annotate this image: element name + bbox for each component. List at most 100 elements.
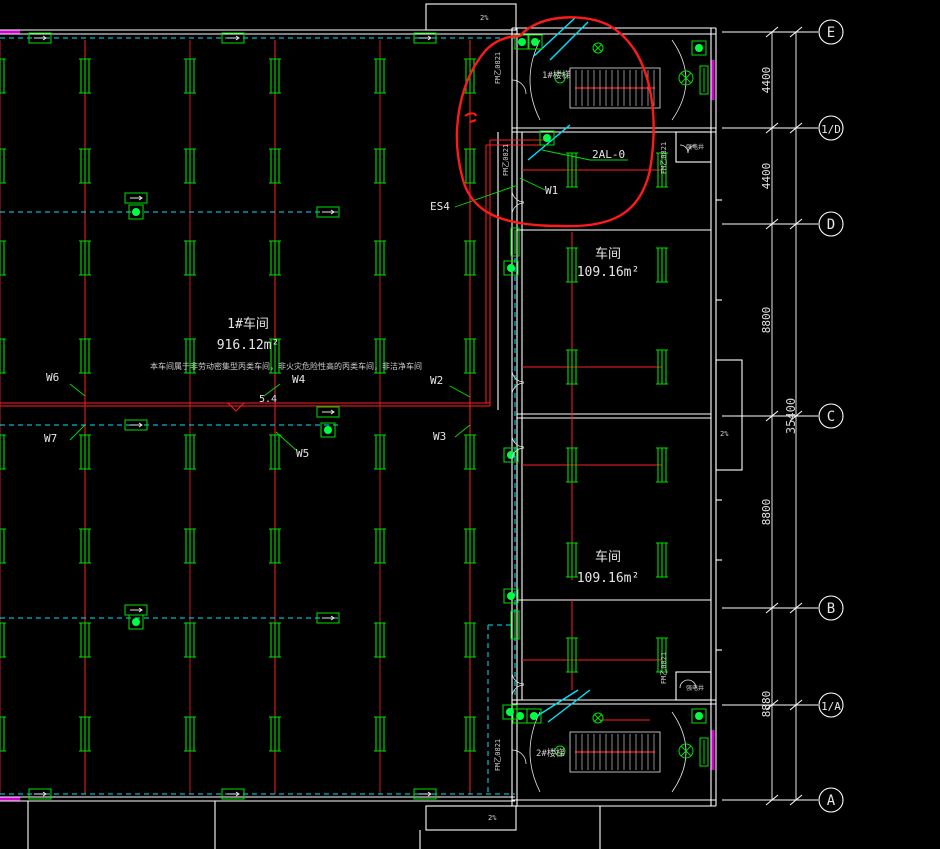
linear-light-fixture xyxy=(184,434,196,470)
axis-bubble-1D[interactable] xyxy=(818,115,844,141)
axis-label-B: B xyxy=(827,601,835,617)
stair-1-steps xyxy=(575,70,655,106)
stair-1-label: 1#楼梯 xyxy=(542,69,571,81)
linear-light-fixture xyxy=(269,716,281,752)
linear-light-fixture xyxy=(656,247,668,283)
linear-light-fixture xyxy=(0,528,6,564)
es-label: ES4 xyxy=(430,200,450,213)
linear-light-fixture xyxy=(656,637,668,673)
review-markup-circle[interactable] xyxy=(455,16,655,228)
ceiling-lamps xyxy=(554,42,694,759)
exit-sign xyxy=(413,788,437,800)
axis-bubble-E[interactable] xyxy=(818,19,844,45)
circuit-w1: W1 xyxy=(545,184,558,197)
axis-bubble-D[interactable] xyxy=(818,211,844,237)
linear-light-fixture xyxy=(656,152,668,188)
dimension-segment: 4400 xyxy=(760,67,773,94)
exit-sign xyxy=(28,788,52,800)
linear-light-fixture xyxy=(184,622,196,658)
stair-2-graphic xyxy=(529,711,687,793)
linear-light-fixture xyxy=(0,240,6,276)
linear-light-fixture xyxy=(0,434,6,470)
linear-light-fixture xyxy=(566,152,578,188)
exit-signs xyxy=(28,32,437,800)
linear-light-fixture xyxy=(79,528,91,564)
room-area-main: 916.12m² xyxy=(217,338,280,353)
exit-sign xyxy=(124,419,148,431)
circuit-w2: W2 xyxy=(430,374,443,387)
emergency-light xyxy=(512,708,528,724)
emergency-light xyxy=(503,260,519,276)
axis-bubble-A[interactable] xyxy=(818,787,844,813)
panel-label: 2AL-0 xyxy=(592,148,625,161)
emergency-light xyxy=(128,614,144,630)
room-area-lower: 109.16m² xyxy=(577,571,640,586)
wall-light-fixture xyxy=(699,737,709,767)
linear-light-fixture xyxy=(374,716,386,752)
emergency-light xyxy=(503,447,519,463)
emergency-light xyxy=(691,40,707,56)
exit-sign xyxy=(316,406,340,418)
linear-light-fixture xyxy=(464,338,476,374)
circuit-w5: W5 xyxy=(296,447,309,460)
door-code-2: FM乙0821 xyxy=(502,144,510,176)
leader-lines xyxy=(69,149,628,451)
review-markup-scribble xyxy=(464,112,477,123)
linear-light-fixture xyxy=(374,622,386,658)
emergency-light xyxy=(502,704,518,720)
linear-light-fixture xyxy=(79,338,91,374)
linear-light-fixture xyxy=(0,148,6,184)
exit-sign xyxy=(316,612,340,624)
linear-light-fixture xyxy=(79,58,91,94)
wall-light-fixture xyxy=(510,227,520,257)
linear-light-fixture xyxy=(79,240,91,276)
exit-sign xyxy=(221,32,245,44)
stair-1-graphic xyxy=(529,39,687,121)
linear-light-fixture xyxy=(184,148,196,184)
building-walls xyxy=(0,3,743,849)
exit-sign xyxy=(413,32,437,44)
linear-light-fixture xyxy=(184,58,196,94)
hazard-note: 本车间属于非劳动密集型丙类车间，非火灾危险性高的丙类车间，非洁净车间 xyxy=(150,361,422,371)
emergency-light xyxy=(320,422,336,438)
emergency-light xyxy=(128,204,144,220)
linear-light-fixture xyxy=(464,716,476,752)
linear-light-fixture xyxy=(0,622,6,658)
door-code-4: FM乙0821 xyxy=(660,652,668,684)
emergency-circuits xyxy=(0,37,516,795)
door-code-3: FM乙0821 xyxy=(660,142,668,174)
room-area-upper: 109.16m² xyxy=(577,265,640,280)
exit-sign xyxy=(124,192,148,204)
exit-sign xyxy=(316,206,340,218)
circuit-w3: W3 xyxy=(433,430,446,443)
linear-light-fixture xyxy=(566,542,578,578)
emergency-light xyxy=(527,34,543,50)
linear-light-fixture xyxy=(566,637,578,673)
slope-label-top: 2% xyxy=(480,14,489,22)
axis-bubble-B[interactable] xyxy=(818,595,844,621)
axis-label-C: C xyxy=(827,409,835,425)
lighting-circuits xyxy=(0,139,662,721)
linear-light-fixture xyxy=(374,338,386,374)
door-code-1: FM乙0821 xyxy=(494,52,502,84)
linear-light-fixture xyxy=(464,148,476,184)
slope-label-bottom: 2% xyxy=(488,814,497,822)
room-name-lower: 车间 xyxy=(595,549,621,565)
emergency-light xyxy=(503,588,519,604)
linear-light-fixture xyxy=(374,528,386,564)
circuit-w7: W7 xyxy=(44,432,57,445)
linear-light-fixture xyxy=(464,528,476,564)
axis-bubble-1A[interactable] xyxy=(818,692,844,718)
linear-light-fixture xyxy=(79,716,91,752)
linear-light-fixture xyxy=(656,542,668,578)
stair-2-steps xyxy=(575,734,655,770)
axis-bubble-C[interactable] xyxy=(818,403,844,429)
linear-light-fixture xyxy=(184,338,196,374)
room-name-main: 1#车间 xyxy=(227,316,269,332)
linear-light-fixture xyxy=(0,716,6,752)
linear-light-fixture xyxy=(184,528,196,564)
linear-light-fixture xyxy=(79,434,91,470)
linear-light-fixture xyxy=(374,240,386,276)
